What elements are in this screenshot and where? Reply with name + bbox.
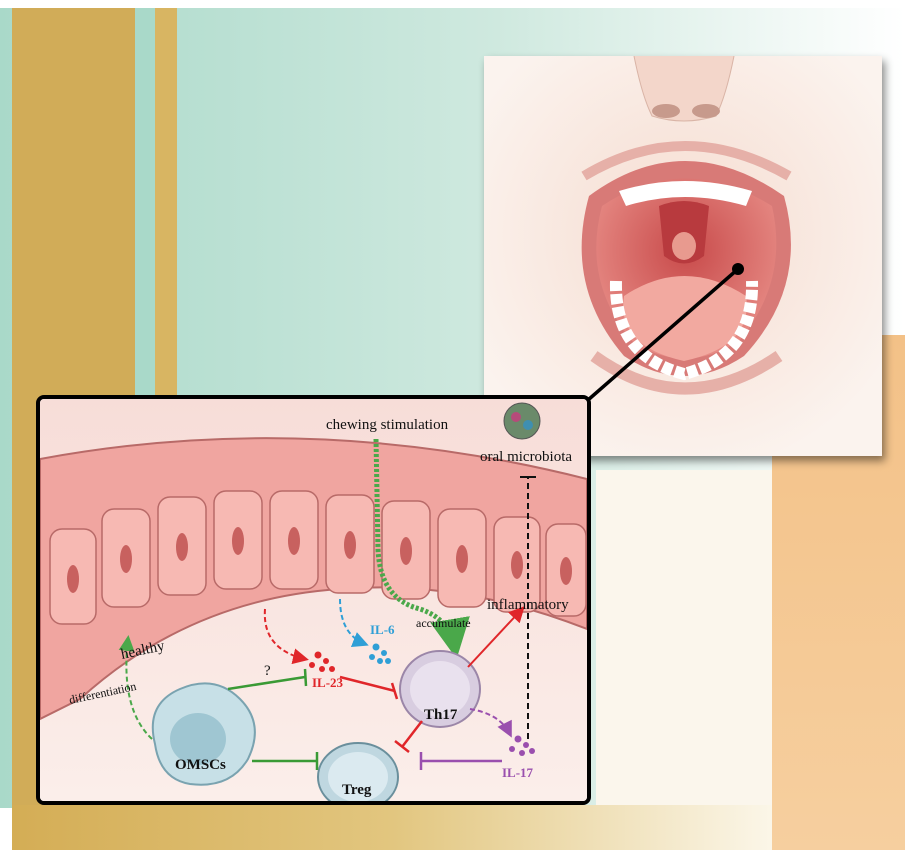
mechanism-diagram: chewing stimulation oral microbiota infl… — [36, 395, 591, 805]
microbiota-icon — [504, 403, 540, 439]
inflammatory-label: inflammatory — [487, 597, 569, 613]
il6-label: IL-6 — [370, 622, 395, 637]
th17-label: Th17 — [424, 707, 458, 723]
il17-label: IL-17 — [502, 765, 534, 780]
treg-label: Treg — [342, 782, 372, 798]
omscs-label: OMSCs — [175, 757, 226, 773]
microbiota-label: oral microbiota — [480, 449, 572, 465]
question-mark: ? — [264, 663, 271, 679]
chewing-label: chewing stimulation — [326, 417, 449, 433]
accumulate-label: accumulate — [416, 616, 471, 630]
il23-label: IL-23 — [312, 675, 344, 690]
